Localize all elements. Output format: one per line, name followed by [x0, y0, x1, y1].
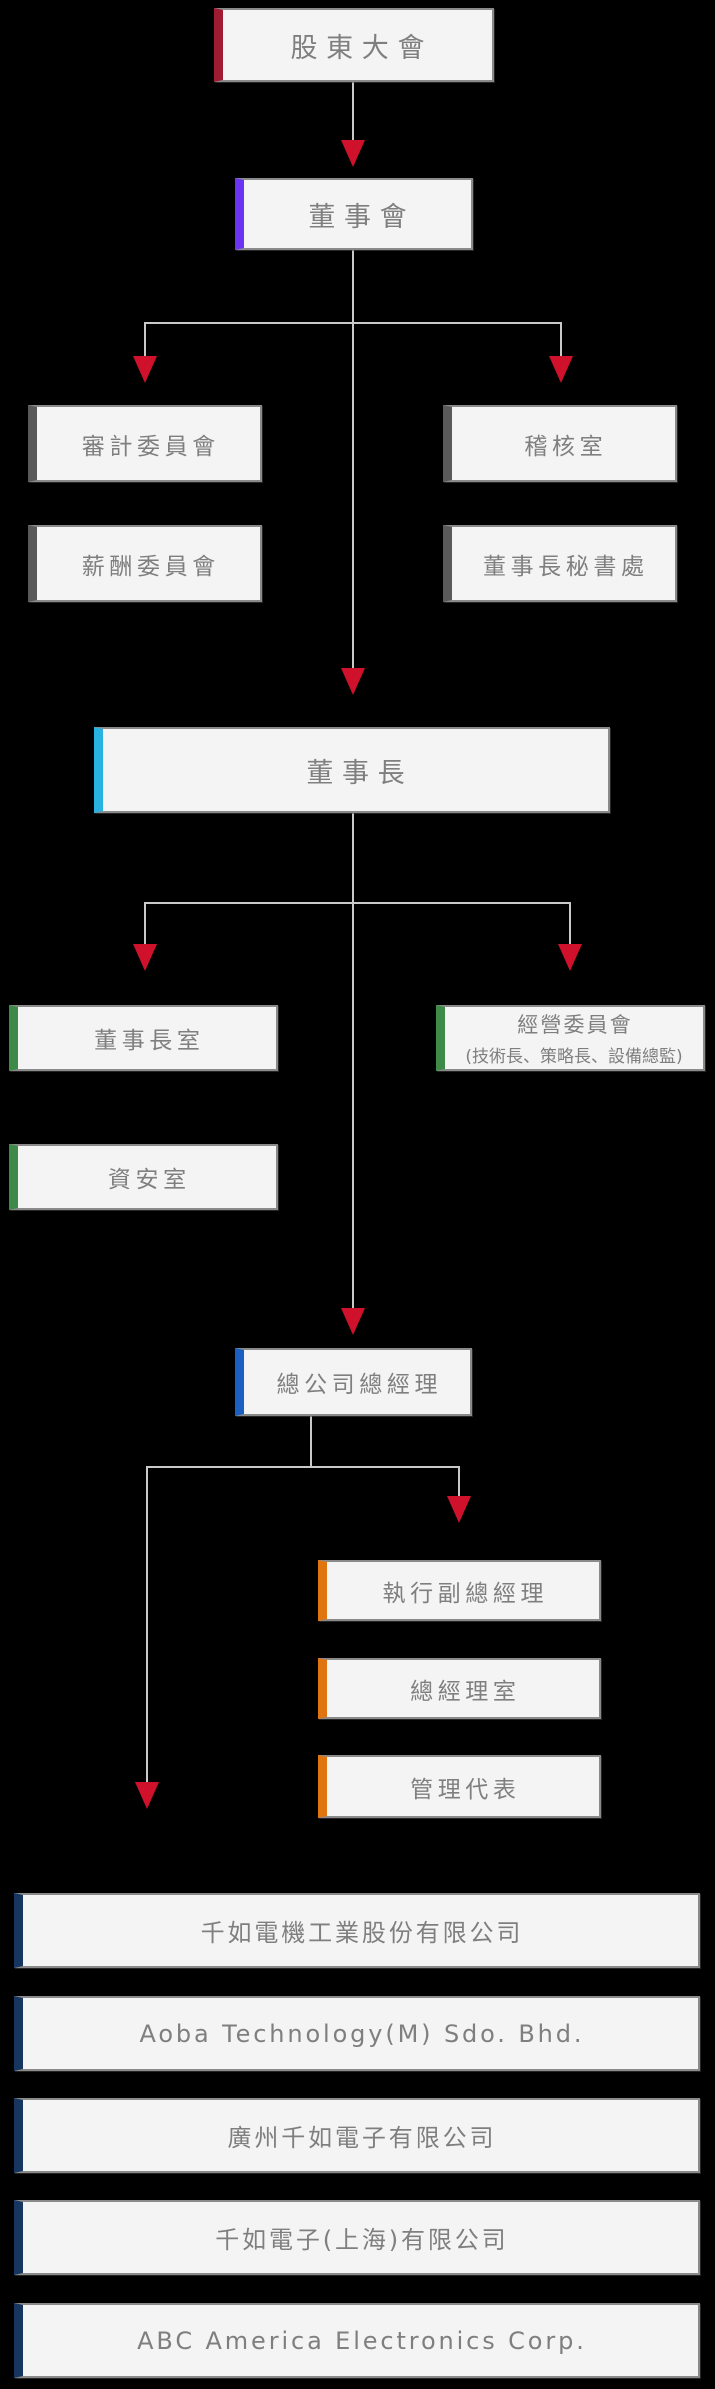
node-label: 股東大會 [290, 32, 434, 64]
node-audit-committee: 審計委員會 [28, 405, 262, 482]
node-information-security-office: 資安室 [9, 1144, 278, 1210]
node-label: 總公司總經理 [276, 1372, 443, 1398]
arrow-down-icon [549, 356, 573, 383]
node-chairman: 董事長 [94, 727, 610, 813]
connector-line [310, 1416, 312, 1468]
node-chairman-office: 董事長室 [9, 1005, 278, 1071]
node-label: 經營委員會 [517, 1013, 633, 1037]
node-label: 薪酬委員會 [81, 553, 220, 580]
connector-line [144, 902, 146, 944]
node-label: 董事長室 [94, 1028, 205, 1054]
node-label: Aoba Technology(M) Sdo. Bhd. [139, 2019, 585, 2048]
node-label: 執行副總經理 [382, 1580, 549, 1607]
arrow-down-icon [341, 140, 365, 167]
node-subsidiary-1: 千如電機工業股份有限公司 [14, 1893, 700, 1968]
node-label: 董事長秘書處 [482, 553, 649, 580]
node-label: 總經理室 [410, 1678, 521, 1705]
node-management-committee: 經營委員會 (技術長、策略長、設備總監) [436, 1005, 705, 1071]
connector-line [146, 1466, 148, 1782]
arrow-down-icon [558, 944, 582, 971]
connector-line [146, 1466, 460, 1468]
connector-line [560, 322, 562, 356]
node-compensation-committee: 薪酬委員會 [28, 525, 262, 602]
node-hq-general-manager: 總公司總經理 [235, 1348, 472, 1416]
node-general-manager-office: 總經理室 [318, 1658, 601, 1719]
node-label: 董事長 [306, 757, 414, 789]
node-label: 千如電機工業股份有限公司 [200, 1919, 524, 1947]
node-audit-office: 稽核室 [443, 405, 677, 482]
connector-line [145, 902, 571, 904]
connector-line [569, 902, 571, 944]
node-label: 稽核室 [524, 433, 608, 460]
node-label: 廣州千如電子有限公司 [227, 2124, 497, 2152]
node-label: 董事會 [308, 201, 416, 233]
connector-line [352, 813, 354, 1308]
node-label: 千如電子(上海)有限公司 [215, 2226, 509, 2254]
node-subsidiary-2: Aoba Technology(M) Sdo. Bhd. [14, 1996, 700, 2071]
arrow-down-icon [341, 668, 365, 695]
node-executive-vice-president: 執行副總經理 [318, 1560, 601, 1621]
arrow-down-icon [135, 1782, 159, 1809]
arrow-down-icon [341, 1308, 365, 1335]
node-label: 管理代表 [410, 1776, 521, 1803]
node-subsidiary-4: 千如電子(上海)有限公司 [14, 2200, 700, 2275]
connector-line [352, 250, 354, 668]
connector-line [352, 82, 354, 140]
node-shareholders-meeting: 股東大會 [214, 8, 494, 82]
node-subsidiary-5: ABC America Electronics Corp. [14, 2303, 700, 2378]
connector-line [145, 322, 562, 324]
connector-line [458, 1466, 460, 1496]
node-management-representative: 管理代表 [318, 1755, 601, 1818]
node-label: 資安室 [107, 1167, 191, 1193]
arrow-down-icon [133, 944, 157, 971]
arrow-down-icon [133, 356, 157, 383]
node-subsidiary-3: 廣州千如電子有限公司 [14, 2098, 700, 2173]
node-label: ABC America Electronics Corp. [137, 2326, 587, 2355]
connector-line [144, 322, 146, 356]
node-label: 審計委員會 [81, 433, 220, 460]
arrow-down-icon [447, 1496, 471, 1523]
node-board-of-directors: 董事會 [235, 178, 473, 250]
node-sublabel: (技術長、策略長、設備總監) [465, 1047, 683, 1067]
node-chairman-secretariat: 董事長秘書處 [443, 525, 677, 602]
